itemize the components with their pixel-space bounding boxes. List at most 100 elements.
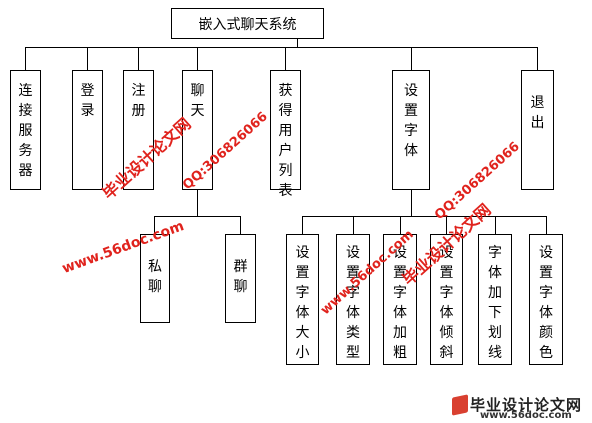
label-char: 倾 <box>439 325 454 341</box>
site-logo-icon <box>452 394 468 416</box>
label-char: 体 <box>393 305 407 321</box>
label-char: 字 <box>393 285 407 301</box>
label-char: 设 <box>539 245 553 261</box>
label-char: 类 <box>346 325 360 341</box>
node-label: 设置字体加粗 <box>384 243 416 363</box>
root-node: 嵌入式聊天系统 <box>171 8 324 39</box>
label-char: 连 <box>18 83 33 99</box>
label-char: 置 <box>295 265 310 281</box>
label-char: 下 <box>488 305 502 321</box>
label-char: 加 <box>488 285 502 301</box>
label-char: 体 <box>404 143 418 159</box>
label-char: 获 <box>278 83 293 99</box>
footer-watermark: 毕业设计论文网 www.56doc.com <box>452 392 592 422</box>
label-char: 聊 <box>233 279 248 295</box>
node-font-size: 设置字体大小 <box>286 234 319 365</box>
node-label: 设置字体大小 <box>287 243 318 363</box>
label-char: 出 <box>530 115 545 131</box>
label-char: 注 <box>131 83 146 99</box>
node-font-italic: 设置字体倾斜 <box>430 234 463 365</box>
label-char: 体 <box>439 305 454 321</box>
label-char: 私 <box>148 259 162 275</box>
node-login: 登录 <box>72 70 103 190</box>
label-char: 体 <box>346 305 360 321</box>
label-char: 小 <box>295 345 310 361</box>
label-char: 字 <box>488 245 502 261</box>
label-char: 置 <box>346 265 360 281</box>
label-char: 置 <box>393 265 407 281</box>
node-font-bold: 设置字体加粗 <box>383 234 417 365</box>
node-connect-server: 连接服务器 <box>10 70 41 190</box>
label-char: 务 <box>18 143 33 159</box>
node-label: 字体加下划线 <box>479 243 511 363</box>
label-char: 字 <box>439 285 454 301</box>
node-label: 获得用户列表 <box>271 81 300 201</box>
node-label: 连接服务器 <box>11 81 40 181</box>
label-char: 退 <box>530 95 545 111</box>
label-char: 大 <box>295 325 310 341</box>
label-char: 体 <box>488 265 502 281</box>
label-char: 色 <box>539 345 553 361</box>
label-char: 加 <box>393 325 407 341</box>
node-label: 私聊 <box>141 257 169 297</box>
label-char: 设 <box>393 245 407 261</box>
label-char: 设 <box>295 245 310 261</box>
label-char: 置 <box>539 265 553 281</box>
label-char: 体 <box>295 305 310 321</box>
node-chat: 聊天 <box>182 70 213 190</box>
label-char: 聊 <box>190 83 205 99</box>
label-char: 录 <box>80 103 95 119</box>
node-label: 退出 <box>522 93 553 133</box>
label-char: 设 <box>346 245 360 261</box>
footer-site-name: 毕业设计论文网 <box>470 396 583 414</box>
label-char: 设 <box>404 83 418 99</box>
label-char: 用 <box>278 123 293 139</box>
label-char: 置 <box>404 103 418 119</box>
node-label: 聊天 <box>183 81 212 121</box>
node-label: 群聊 <box>226 257 255 297</box>
label-char: 户 <box>278 143 293 159</box>
root-node-label: 嵌入式聊天系统 <box>198 16 297 33</box>
label-char: 字 <box>539 285 553 301</box>
label-char: 得 <box>278 103 293 119</box>
node-label: 设置字体倾斜 <box>431 243 462 363</box>
label-char: 设 <box>439 245 454 261</box>
node-font-type: 设置字体类型 <box>336 234 370 365</box>
node-font-color: 设置字体颜色 <box>529 234 563 365</box>
label-char: 字 <box>346 285 360 301</box>
node-label: 设置字体 <box>393 81 429 161</box>
node-label: 设置字体颜色 <box>530 243 562 363</box>
label-char: 斜 <box>439 345 454 361</box>
node-user-list: 获得用户列表 <box>270 70 301 199</box>
label-char: 册 <box>131 103 146 119</box>
label-char: 划 <box>488 325 502 341</box>
node-label: 登录 <box>73 81 102 121</box>
node-register: 注册 <box>123 70 154 190</box>
label-char: 服 <box>18 123 33 139</box>
node-private-chat: 私聊 <box>140 234 170 323</box>
label-char: 群 <box>233 259 248 275</box>
node-label: 注册 <box>124 81 153 121</box>
label-char: 字 <box>404 123 418 139</box>
label-char: 聊 <box>148 279 162 295</box>
node-group-chat: 群聊 <box>225 234 256 323</box>
node-font-underline: 字体加下划线 <box>478 234 512 365</box>
label-char: 颜 <box>539 325 553 341</box>
label-char: 器 <box>18 163 33 179</box>
label-char: 接 <box>18 103 33 119</box>
node-label: 设置字体类型 <box>337 243 369 363</box>
node-font-settings: 设置字体 <box>392 70 430 190</box>
label-char: 体 <box>539 305 553 321</box>
label-char: 置 <box>439 265 454 281</box>
label-char: 表 <box>278 183 293 199</box>
label-char: 字 <box>295 285 310 301</box>
label-char: 列 <box>278 163 293 179</box>
label-char: 登 <box>80 83 95 99</box>
node-exit: 退出 <box>521 70 554 190</box>
label-char: 粗 <box>393 345 407 361</box>
label-char: 型 <box>346 345 360 361</box>
label-char: 线 <box>488 345 502 361</box>
footer-url: www.56doc.com <box>480 410 572 421</box>
label-char: 天 <box>190 103 205 119</box>
